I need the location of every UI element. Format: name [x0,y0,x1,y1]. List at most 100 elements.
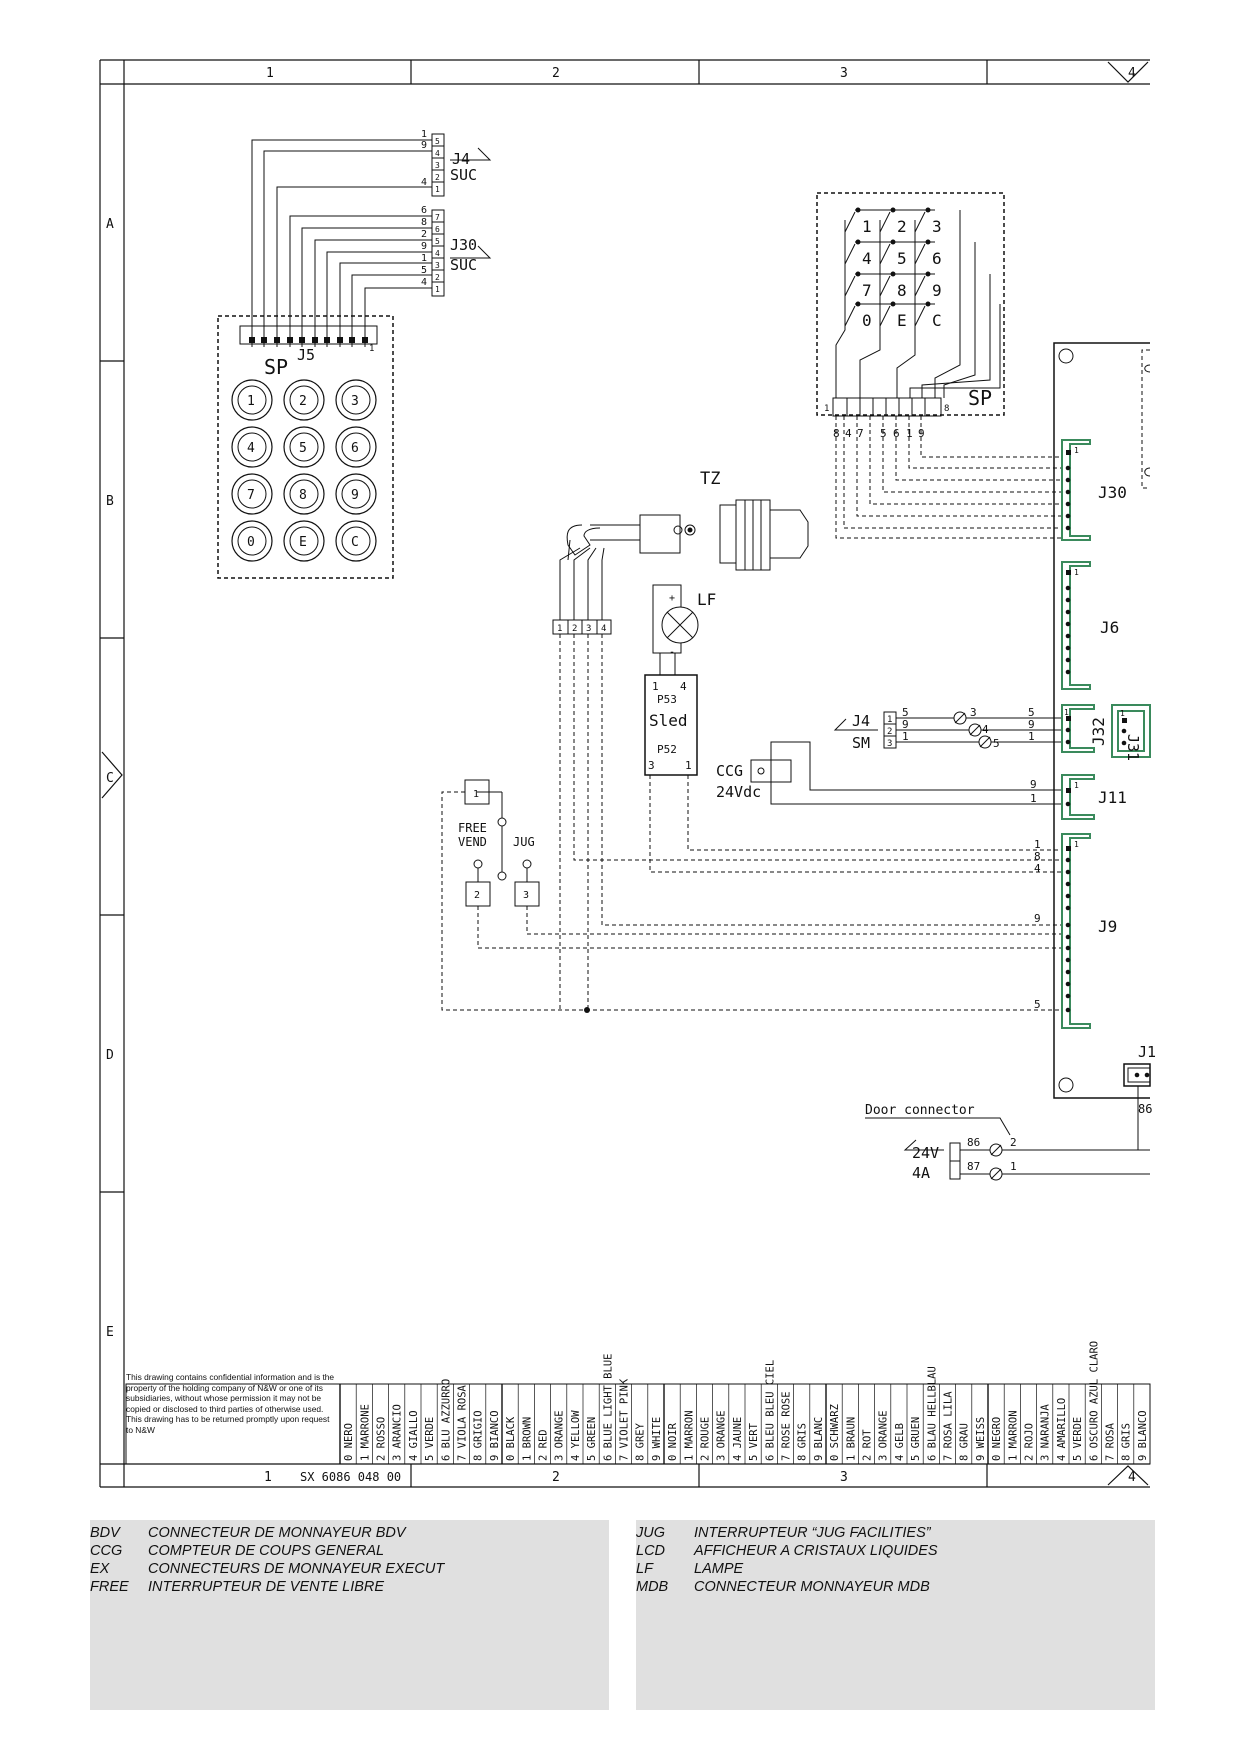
color-code-label: 6 BLUE LIGHT BLUE [602,1354,614,1461]
pin: 1 [1074,781,1079,790]
pin: 5 [993,737,1000,750]
pin: 9 [1028,718,1035,731]
color-code-label: 5 GRUEN [910,1417,922,1461]
j32-board-label: J32 [1089,717,1108,746]
keypad-button[interactable]: 2 [283,379,325,421]
column-label: 4 [1128,1470,1136,1485]
lamp-lf [644,584,699,776]
pin: 1 [685,759,692,772]
pin: 6 [435,225,440,234]
keypad-button[interactable]: 3 [335,379,377,421]
color-code-label: 8 GRIS [1121,1423,1133,1461]
keypad-button[interactable]: E [283,520,325,562]
column-label: 3 [840,1470,848,1485]
drawing-code: SX 6086 048 00 [300,1470,401,1484]
j30-label: J30 [450,236,477,254]
pin: 4 [680,680,687,693]
j9-wires [441,634,1062,1011]
legend-desc: LAMPE [694,1561,744,1577]
pin: 2 [435,173,440,182]
pin: 4 [601,624,606,634]
keypad-button[interactable]: 0 [231,520,273,562]
keypad-button[interactable]: 5 [283,426,325,468]
pin: 9 [421,241,427,252]
color-code-label: 5 VERT [748,1422,760,1461]
pin: 2 [887,727,892,737]
pin: 9 [421,140,427,151]
j4-suc-connector [431,133,492,197]
pin: 4 [421,277,427,288]
svg-text:7: 7 [247,488,255,503]
keypad-right-wires [835,416,1062,539]
j11-connector [1061,774,1095,820]
pin: 2 [572,624,577,634]
svg-text:C: C [351,535,359,550]
keypad-right-dots [855,207,931,307]
pin: 1 [1028,730,1035,743]
j9-connector [1061,833,1091,1029]
row-label: C [106,771,114,786]
keypad-button[interactable]: 8 [283,473,325,515]
jug-label: JUG [513,835,535,849]
keypad-button[interactable]: 1 [231,379,273,421]
keypad-button[interactable]: 9 [335,473,377,515]
switch-box-label: 3 [523,890,529,901]
board-connectors [1061,439,1151,1029]
j30-suc-connector [431,209,492,297]
color-code-label: 1 MARRON [1007,1410,1019,1461]
ccg-label: CCG [716,762,743,780]
door-title: Door connector [865,1103,975,1118]
ccg-voltage: 24Vdc [716,783,761,801]
keypad-button[interactable]: 6 [335,426,377,468]
pin: 2 [435,273,440,282]
pin: 8 [1034,850,1041,863]
lamp-label: LF [697,590,716,609]
pin: 8 [421,217,427,228]
pin: 1 [1030,792,1037,805]
legend-code: LCD [636,1543,666,1559]
board-connector-pins [1065,450,1127,1013]
color-code-label: 9 BIANCO [489,1410,501,1461]
key-label: 2 [897,217,907,236]
pin: 4 [421,177,427,188]
color-code-label: 5 GREEN [586,1417,598,1461]
color-code-label: 7 ROSA LILA [943,1391,955,1461]
svg-text:1: 1 [247,394,255,409]
suc-label: SUC [450,256,477,274]
legend-code: CCG [90,1543,123,1559]
svg-text:4: 4 [247,441,255,456]
row-label: E [106,1325,114,1340]
pin: 5 [1034,998,1041,1011]
j5-pin-label: 1 [369,344,374,354]
suc-label: SUC [450,166,477,184]
tz-connector [552,499,809,635]
color-code-label: 0 NEGRO [991,1417,1003,1461]
color-code-label: 3 ORANGE [878,1410,890,1461]
color-code-label: 7 ROSA [1105,1422,1117,1461]
color-code-label: 1 BRAUN [845,1417,857,1461]
row-label: A [106,217,114,232]
color-code-label: 4 YELLOW [570,1410,582,1461]
color-code-label: 7 VIOLET PINK [619,1378,631,1461]
keypad-button[interactable]: C [335,520,377,562]
sled-label: Sled [649,711,688,730]
column-label: 1 [264,1470,272,1485]
color-code-label: 6 BLEU BLEU CIEL [764,1360,776,1461]
j11-board-label: J11 [1098,788,1127,807]
color-code-label: 1 MARRON [683,1410,695,1461]
pin: 5 [902,706,909,719]
keypad-button[interactable]: 7 [231,473,273,515]
j1-connector [1123,1063,1151,1087]
pin: 5 [421,265,427,276]
legend-code: MDB [636,1579,669,1595]
j9-board-label: J9 [1098,917,1117,936]
column-label: 3 [840,66,848,81]
keypad-button[interactable]: 4 [231,426,273,468]
vend-label: VEND [458,835,487,849]
